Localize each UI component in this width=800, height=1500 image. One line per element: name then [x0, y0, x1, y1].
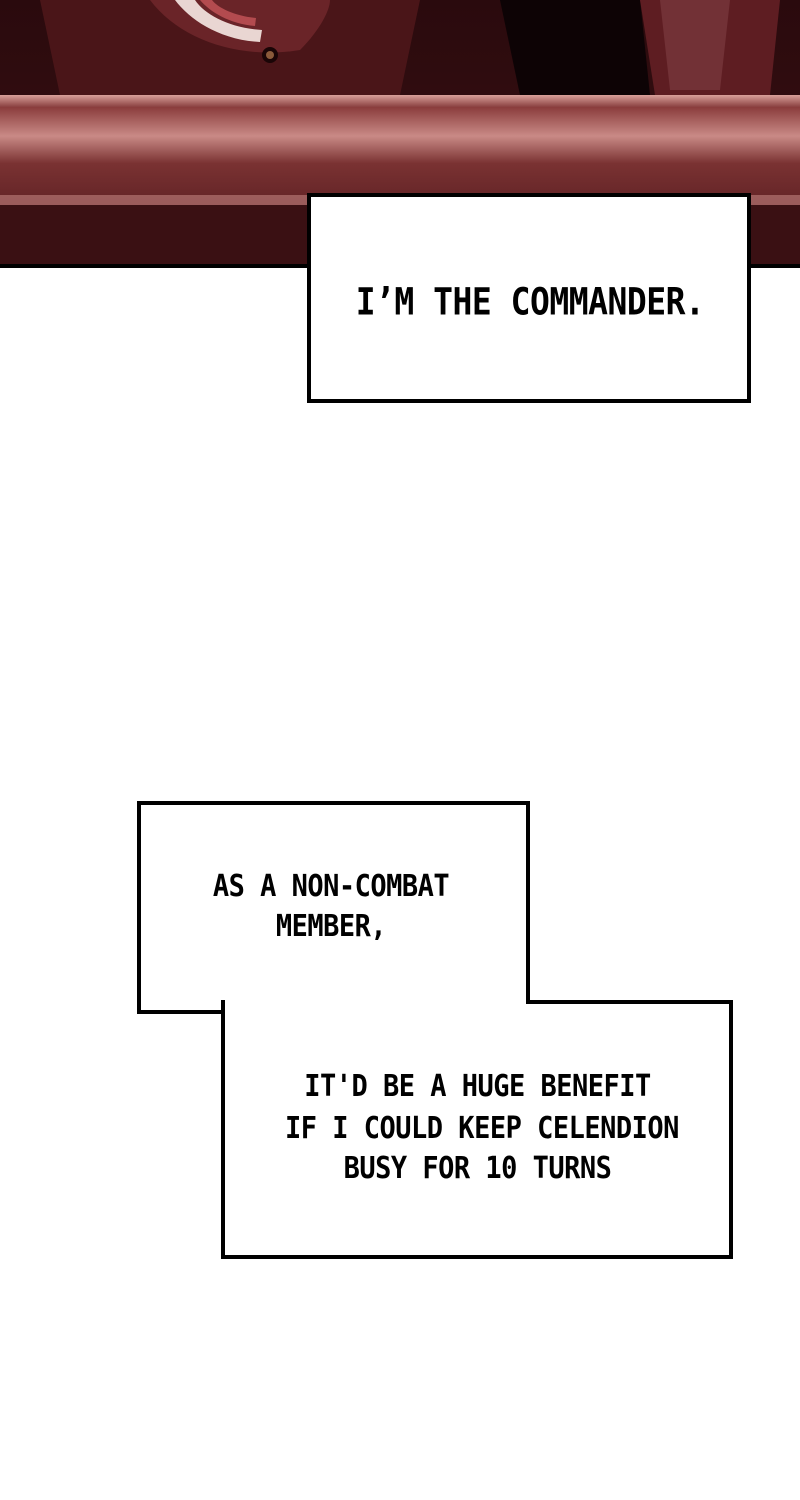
caption-text-benefit-line3: BUSY FOR 10 TURNS — [343, 1151, 612, 1186]
caption-seam-cover — [225, 998, 526, 1018]
caption-text-benefit-line2: IF I COULD KEEP CELENDION — [285, 1111, 679, 1146]
caption-box-non-combat — [137, 801, 530, 1014]
caption-text-commander: I’M THE COMMANDER. — [355, 279, 705, 324]
caption-box-commander — [307, 193, 751, 403]
caption-text-non-combat-line1: AS A NON-COMBAT — [212, 869, 450, 904]
caption-text-benefit-line1: IT'D BE A HUGE BENEFIT — [304, 1069, 651, 1104]
caption-text-non-combat-line2: MEMBER, — [275, 909, 387, 944]
